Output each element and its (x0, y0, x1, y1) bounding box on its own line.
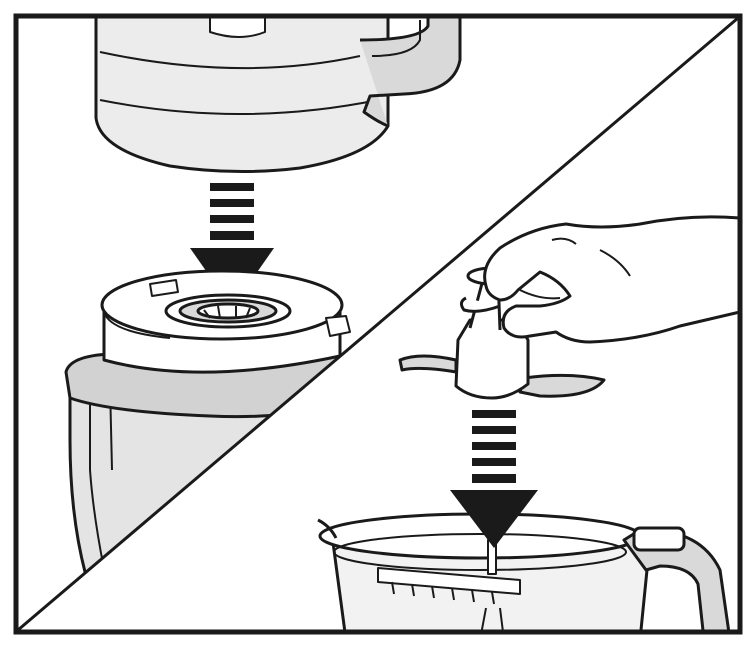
bowl-lowered-icon (94, 18, 462, 174)
down-arrow-icon (450, 410, 538, 548)
hand-icon (459, 215, 738, 344)
frame-border (13, 13, 743, 635)
motor-base-icon (64, 269, 362, 630)
panel-blade-into-bowl (317, 215, 738, 630)
panel-divider (17, 16, 739, 632)
bowl-icon (317, 512, 732, 630)
